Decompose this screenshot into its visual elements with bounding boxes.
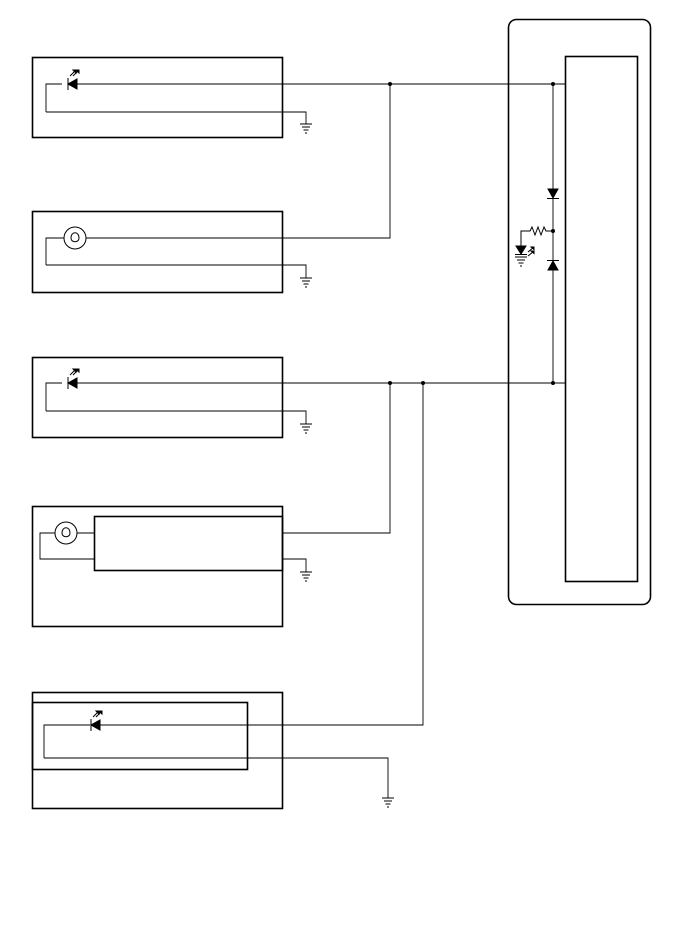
resistor-icon (520, 225, 553, 246)
module-3-housing (31, 356, 284, 439)
led-module-3 (31, 383, 424, 810)
module-2-loop-wire (45, 237, 64, 265)
module-5-ground-wire (44, 757, 389, 798)
ground-icon (300, 423, 312, 434)
module-3-ground-wire (46, 410, 307, 424)
control-unit-module (564, 55, 639, 583)
module-4-inner-unit (93, 515, 284, 572)
module-1-ground-wire (46, 111, 307, 124)
module-2-ground-wire (46, 264, 307, 278)
module-3-loop-wire (45, 382, 62, 411)
module-4-loop-wire (39, 532, 94, 560)
led-icon (66, 368, 80, 389)
module-5-loop-wire (43, 724, 90, 758)
led-icon (66, 69, 80, 90)
module-1-housing (31, 56, 284, 139)
junction-dot (388, 381, 392, 385)
led-icon (89, 710, 103, 731)
ground-icon (300, 277, 312, 288)
junction-dot (421, 381, 425, 385)
ground-icon (382, 797, 394, 808)
module-4-ground-wire (283, 558, 307, 572)
lamp-icon (54, 521, 78, 545)
ground-icon (300, 571, 312, 582)
module-1-loop-wire (45, 83, 62, 112)
ground-icon (300, 123, 312, 134)
signal-wire-5 (100, 383, 424, 726)
module-5-housing (31, 691, 284, 810)
led-module-2 (31, 356, 565, 439)
module-2-housing (31, 210, 284, 294)
lamp-module-1 (31, 84, 391, 294)
lamp-module-2 (31, 383, 391, 628)
ground-icon (515, 256, 527, 267)
indicator-led-icon (515, 245, 535, 257)
module-5-inner-unit (31, 701, 249, 771)
junction-dot (388, 82, 392, 86)
led-module-1 (31, 56, 565, 139)
signal-wire-2 (86, 84, 391, 239)
lamp-icon (63, 226, 87, 250)
control-unit (507, 18, 652, 606)
control-unit-housing (507, 18, 652, 606)
diode-icon (547, 259, 559, 271)
diode-icon (547, 188, 559, 200)
module-4-housing (31, 505, 284, 628)
signal-wire-4 (283, 383, 391, 534)
